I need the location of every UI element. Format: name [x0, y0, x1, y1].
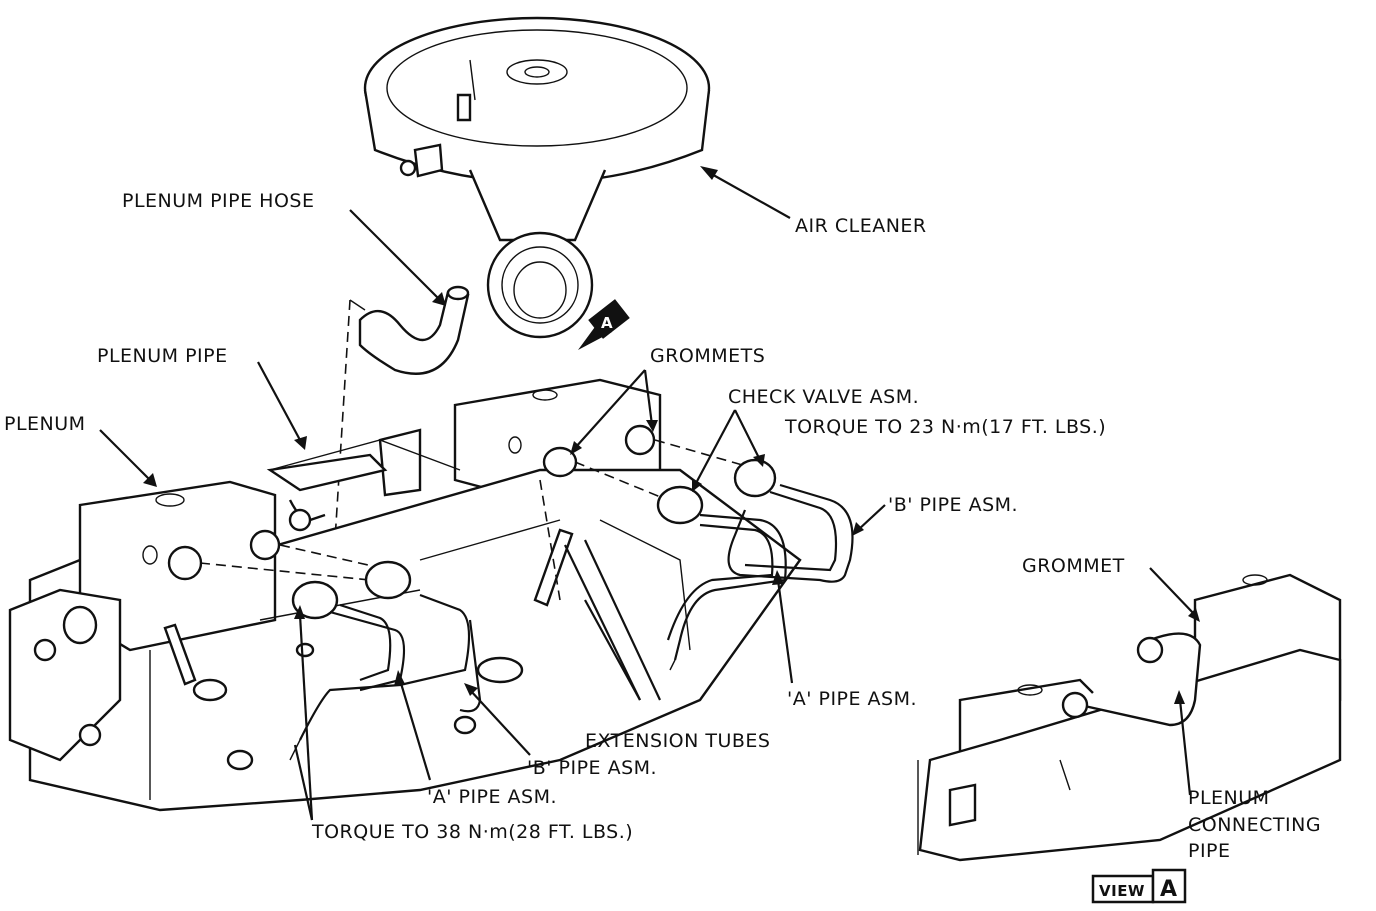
plenum-pipe-hose-drawing — [334, 285, 470, 541]
label-check-valve: CHECK VALVE ASM. — [728, 386, 919, 408]
view-arrow-letter: A — [601, 314, 613, 332]
plenum-pipe-drawing — [266, 453, 388, 532]
view-letter: A — [1160, 877, 1178, 902]
callout-labels: AIR CLEANER PLENUM PIPE HOSE PLENUM PIPE… — [4, 190, 1321, 862]
label-a-pipe-right: 'A' PIPE ASM. — [787, 688, 917, 710]
view-a-arrow: A — [578, 299, 630, 350]
grommets-and-valves-drawing — [163, 424, 777, 686]
pipe-assemblies-drawing — [289, 483, 854, 761]
label-check-valve-torque: TORQUE TO 23 N·m(17 FT. LBS.) — [784, 416, 1106, 438]
label-b-pipe-lower: 'B' PIPE ASM. — [527, 757, 657, 779]
label-b-pipe-upper: 'B' PIPE ASM. — [888, 494, 1018, 516]
label-lower-torque: TORQUE TO 38 N·m(28 FT. LBS.) — [311, 821, 633, 843]
label-plenum: PLENUM — [4, 413, 86, 435]
label-plenum-pipe: PLENUM PIPE — [97, 345, 228, 367]
view-a-tag: VIEW A — [1091, 868, 1187, 904]
label-a-pipe-lower: 'A' PIPE ASM. — [427, 786, 557, 808]
engine-body-drawing — [8, 439, 802, 812]
label-air-cleaner: AIR CLEANER — [795, 215, 927, 237]
leader-lines — [99, 166, 1200, 821]
view-a-inset-drawing — [917, 573, 1342, 862]
label-plenum-connecting-pipe-2: CONNECTING — [1188, 814, 1321, 836]
label-grommets: GROMMETS — [650, 345, 765, 367]
label-plenum-pipe-hose: PLENUM PIPE HOSE — [122, 190, 314, 212]
label-plenum-connecting-pipe-3: PIPE — [1188, 840, 1231, 862]
air-cleaner-drawing — [363, 16, 711, 339]
label-plenum-connecting-pipe-1: PLENUM — [1188, 787, 1270, 809]
view-word: VIEW — [1099, 882, 1145, 900]
label-extension-tubes: EXTENSION TUBES — [585, 730, 771, 752]
label-grommet: GROMMET — [1022, 555, 1125, 577]
